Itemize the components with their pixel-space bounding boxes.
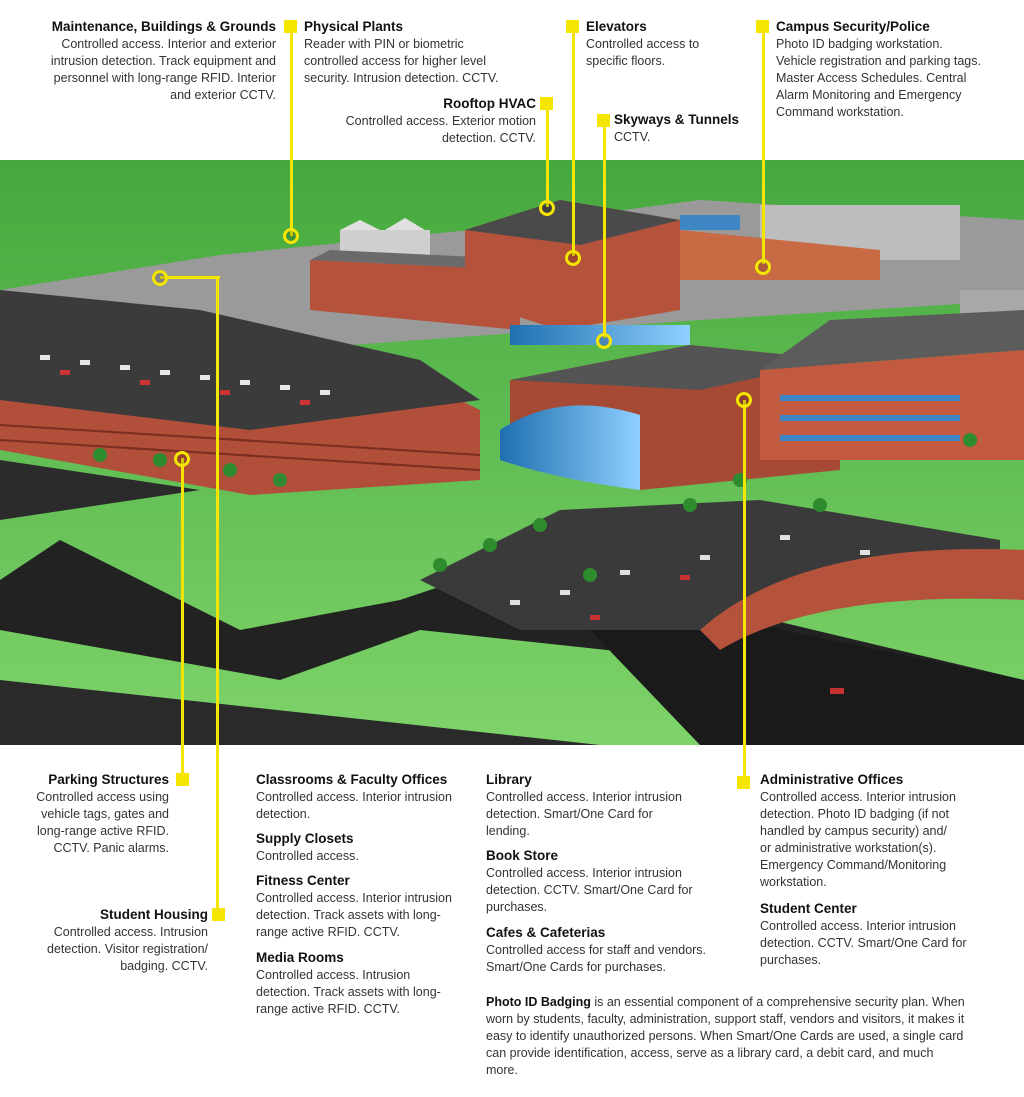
callout-desc: Controlled access. Interior and exterior… [50,37,276,102]
callout-title: Fitness Center [256,873,350,888]
photo-id-badging-paragraph: Photo ID Badging is an essential compone… [486,994,966,1079]
admin-building [760,350,1024,460]
maintenance-marker [152,270,168,286]
callout-desc: Controlled access. Exterior motion detec… [345,114,536,145]
callout-desc: Controlled access using vehicle tags, ga… [36,790,169,855]
callout-cafes: Cafes & Cafeterias Controlled access for… [486,924,736,976]
callout-fitness-center: Fitness Center Controlled access. Interi… [256,872,481,941]
callout-desc: Controlled access to specific floors. [586,37,700,68]
callout-title: Book Store [486,848,559,863]
callout-media-rooms: Media Rooms Controlled access. Intrusion… [256,949,481,1018]
callout-title: Library [486,772,532,787]
callout-elevators: Elevators Controlled access to specific … [586,18,736,70]
rooftop-hvac-marker [539,200,555,216]
callout-library: Library Controlled access. Interior intr… [486,771,736,840]
callout-desc: Controlled access. Interior intrusion de… [256,790,452,821]
callout-desc: Controlled access. Interior intrusion de… [486,790,682,838]
callout-title: Campus Security/Police [776,19,930,34]
callout-title: Supply Closets [256,831,354,846]
callout-title: Classrooms & Faculty Offices [256,772,448,787]
callout-title: Parking Structures [48,772,169,787]
callout-maintenance: Maintenance, Buildings & Grounds Control… [10,18,276,104]
callout-campus-security: Campus Security/Police Photo ID badging … [776,18,1016,121]
callout-title: Elevators [586,19,647,34]
callout-physical-plants: Physical Plants Reader with PIN or biome… [304,18,544,87]
callout-title: Rooftop HVAC [443,96,536,111]
glass-atrium [500,405,640,490]
main-road [0,540,1024,720]
callout-desc: Controlled access. Interior intrusion de… [760,790,956,889]
callout-desc: Reader with PIN or biometric controlled … [304,37,499,85]
callout-desc: Photo ID badging workstation. Vehicle re… [776,37,981,119]
callout-title: Administrative Offices [760,772,904,787]
callout-book-store: Book Store Controlled access. Interior i… [486,847,736,916]
callout-desc: Controlled access. Intrusion detection. … [256,968,441,1016]
badging-title: Photo ID Badging [486,995,591,1009]
callout-title: Skyways & Tunnels [614,112,740,127]
skyways-marker [596,333,612,349]
callout-desc: Controlled access. Interior intrusion de… [256,891,452,939]
callout-rooftop-hvac: Rooftop HVAC Controlled access. Exterior… [300,95,536,147]
callout-student-housing: Student Housing Controlled access. Intru… [10,906,208,975]
access-ramp [700,549,1024,650]
road-markings [0,460,200,520]
callout-student-center: Student Center Controlled access. Interi… [760,900,1010,969]
callout-desc: Controlled access. Interior intrusion de… [486,866,693,914]
callout-desc: CCTV. [614,130,651,144]
callout-desc: Controlled access for staff and vendors.… [486,943,707,974]
callout-supply-closets: Supply Closets Controlled access. [256,830,481,865]
callout-title: Physical Plants [304,19,404,34]
callout-title: Media Rooms [256,950,344,965]
admin-offices-marker [736,392,752,408]
callout-title: Student Housing [100,907,208,922]
parking-structure-marker [174,451,190,467]
physical-plant-marker [283,228,299,244]
callout-title: Maintenance, Buildings & Grounds [51,19,276,34]
badging-text: is an essential component of a comprehen… [486,995,965,1077]
elevators-marker [565,250,581,266]
callout-desc: Controlled access. Intrusion detection. … [47,925,208,973]
lower-road [0,680,600,745]
campus-security-marker [755,259,771,275]
callout-skyways: Skyways & Tunnels CCTV. [614,111,764,146]
callout-title: Student Center [760,901,857,916]
callout-title: Cafes & Cafeterias [486,925,606,940]
callout-desc: Controlled access. [256,849,359,863]
callout-administrative-offices: Administrative Offices Controlled access… [760,771,1010,891]
callout-parking-structures: Parking Structures Controlled access usi… [10,771,169,857]
campus-illustration [0,160,1024,745]
callout-desc: Controlled access. Interior intrusion de… [760,919,967,967]
campus-security-building [680,230,880,280]
callout-classrooms: Classrooms & Faculty Offices Controlled … [256,771,481,823]
